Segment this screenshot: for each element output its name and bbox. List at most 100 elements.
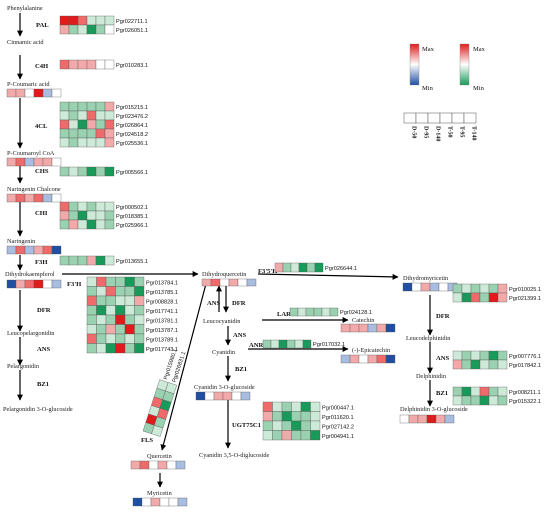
gene-id-label: Pgr024128.1 bbox=[340, 310, 372, 316]
heatmap-cell bbox=[150, 497, 161, 507]
heatmap-cell bbox=[24, 245, 35, 255]
enzyme-labels: PAL C4H 4CL CHS CHI F3H DFR ANS BZ1 F3'H… bbox=[35, 22, 450, 444]
gene-id-label: Pgr013784.1 bbox=[146, 281, 178, 287]
heatmap-myricetin bbox=[132, 497, 188, 507]
heatmap-cell bbox=[6, 157, 17, 167]
heatmap-cell bbox=[435, 414, 446, 424]
heatmap-cell bbox=[124, 314, 135, 325]
heatmap-cell bbox=[470, 386, 481, 397]
heatmap-lar: Pgr024128.1 bbox=[289, 307, 372, 317]
gene-id-label: Pgr000447.1 bbox=[322, 406, 354, 412]
heatmap-cell bbox=[68, 59, 79, 70]
heatmap-cell bbox=[96, 324, 107, 335]
enzyme-ans-left: ANS bbox=[37, 346, 51, 353]
legend-red-blue-bar bbox=[409, 43, 420, 86]
legend-sample-box bbox=[415, 112, 429, 124]
gene-id-label: Pgr000502.1 bbox=[116, 205, 148, 211]
gene-id-label: Pgr026644.1 bbox=[325, 266, 357, 272]
enzyme-chi: CHI bbox=[35, 210, 48, 217]
heatmap-cell bbox=[59, 15, 70, 26]
heatmap-cell bbox=[376, 354, 387, 364]
heatmap-cell bbox=[497, 359, 508, 370]
heatmap-naring bbox=[6, 245, 62, 255]
heatmap-cell bbox=[452, 292, 463, 303]
heatmap-cell bbox=[96, 314, 107, 325]
heatmap-cell bbox=[201, 278, 212, 287]
heatmap-cell bbox=[77, 110, 88, 121]
legend-min-2: Min bbox=[473, 85, 485, 92]
heatmap-cell bbox=[175, 460, 186, 470]
heatmap-cell bbox=[222, 391, 233, 401]
heatmap-cell bbox=[86, 343, 97, 354]
heatmap-cell bbox=[124, 295, 135, 306]
heatmap-cell bbox=[95, 110, 106, 121]
heatmap-cell bbox=[165, 382, 178, 394]
heatmap-cell bbox=[497, 292, 508, 303]
heatmap-cell bbox=[96, 333, 107, 344]
heatmap-cell bbox=[310, 401, 321, 412]
heatmap-cell bbox=[124, 276, 135, 287]
legend-sample-box bbox=[439, 112, 453, 124]
heatmap-cell bbox=[479, 359, 490, 370]
gene-id-label: Pgr027142.2 bbox=[322, 425, 354, 431]
heatmap-cell bbox=[228, 278, 239, 287]
heatmap-cell bbox=[399, 414, 410, 424]
compound-p-coumaroyl-coa: P-Coumaroyl CoA bbox=[7, 150, 55, 157]
heatmap-cell bbox=[367, 323, 378, 333]
heatmap-cell bbox=[429, 282, 440, 292]
compound-naringenin-chalcone: Naringenin Chalcone bbox=[7, 186, 61, 193]
heatmap-cell bbox=[115, 286, 126, 297]
heatmap-cell bbox=[77, 210, 88, 221]
enzyme-lar: LAR bbox=[277, 311, 291, 318]
heatmap-cell bbox=[134, 286, 145, 297]
heatmap-cell bbox=[281, 401, 292, 412]
heatmap-cell bbox=[86, 166, 97, 177]
gene-id-label: Pgr010025.1 bbox=[509, 287, 541, 293]
compound-cyanidin-glucoside: Cyanidin 3-O-glucoside bbox=[194, 384, 255, 391]
heatmap-cell bbox=[77, 128, 88, 139]
heatmap-cell bbox=[246, 278, 257, 287]
heatmap-f3ph: Pgr013784.1Pgr013785.1Pgr008828.1Pgr0177… bbox=[86, 276, 178, 354]
legend-sample-label: T-95 bbox=[459, 126, 465, 137]
enzyme-ans-mid: ANS bbox=[207, 300, 221, 307]
gene-id-label: Pgr025536.1 bbox=[116, 141, 148, 147]
heatmap-cell bbox=[497, 395, 508, 406]
heatmap-cell bbox=[105, 343, 116, 354]
heatmap-cell bbox=[68, 201, 79, 212]
heatmap-cell bbox=[294, 339, 304, 349]
compound-epicatechin: (-)-Epicatechin bbox=[352, 347, 391, 354]
heatmap-cell bbox=[488, 350, 499, 361]
heatmap-cell bbox=[417, 414, 428, 424]
gene-id-label: Pgr010283.1 bbox=[116, 63, 148, 69]
compound-cyanidin: Cyanidin bbox=[212, 349, 236, 356]
heatmap-cell bbox=[166, 460, 177, 470]
heatmap-cell bbox=[452, 395, 463, 406]
heatmap-cell bbox=[77, 119, 88, 130]
heatmap-cell bbox=[452, 350, 463, 361]
arrow-fls bbox=[160, 279, 208, 451]
heatmap-cell bbox=[470, 395, 481, 406]
heatmap-cell bbox=[86, 101, 97, 112]
heatmap-cell bbox=[488, 283, 499, 294]
heatmap-cell bbox=[115, 343, 126, 354]
heatmap-cell bbox=[104, 110, 115, 121]
heatmap-cell bbox=[15, 193, 26, 203]
gene-id-label: Pgr008211.1 bbox=[509, 390, 541, 396]
heatmap-cell bbox=[95, 15, 106, 26]
heatmap-pcoum bbox=[6, 88, 62, 98]
enzyme-fls: FLS bbox=[141, 437, 153, 444]
heatmap-cell bbox=[272, 430, 283, 441]
enzyme-f3h: F3H bbox=[35, 259, 48, 266]
compound-myricetin: Myricetin bbox=[147, 490, 173, 497]
heatmap-cell bbox=[42, 88, 53, 98]
heatmap-cell bbox=[104, 255, 115, 266]
enzyme-anr: ANR bbox=[249, 342, 264, 349]
heatmap-delph-glu bbox=[399, 414, 455, 424]
heatmap-cell bbox=[281, 420, 292, 431]
heatmap-cell bbox=[86, 128, 97, 139]
heatmap-cell bbox=[310, 430, 321, 441]
heatmap-cell bbox=[104, 101, 115, 112]
legend-sample-label: T-50 bbox=[447, 126, 453, 137]
heatmap-cell bbox=[281, 411, 292, 422]
